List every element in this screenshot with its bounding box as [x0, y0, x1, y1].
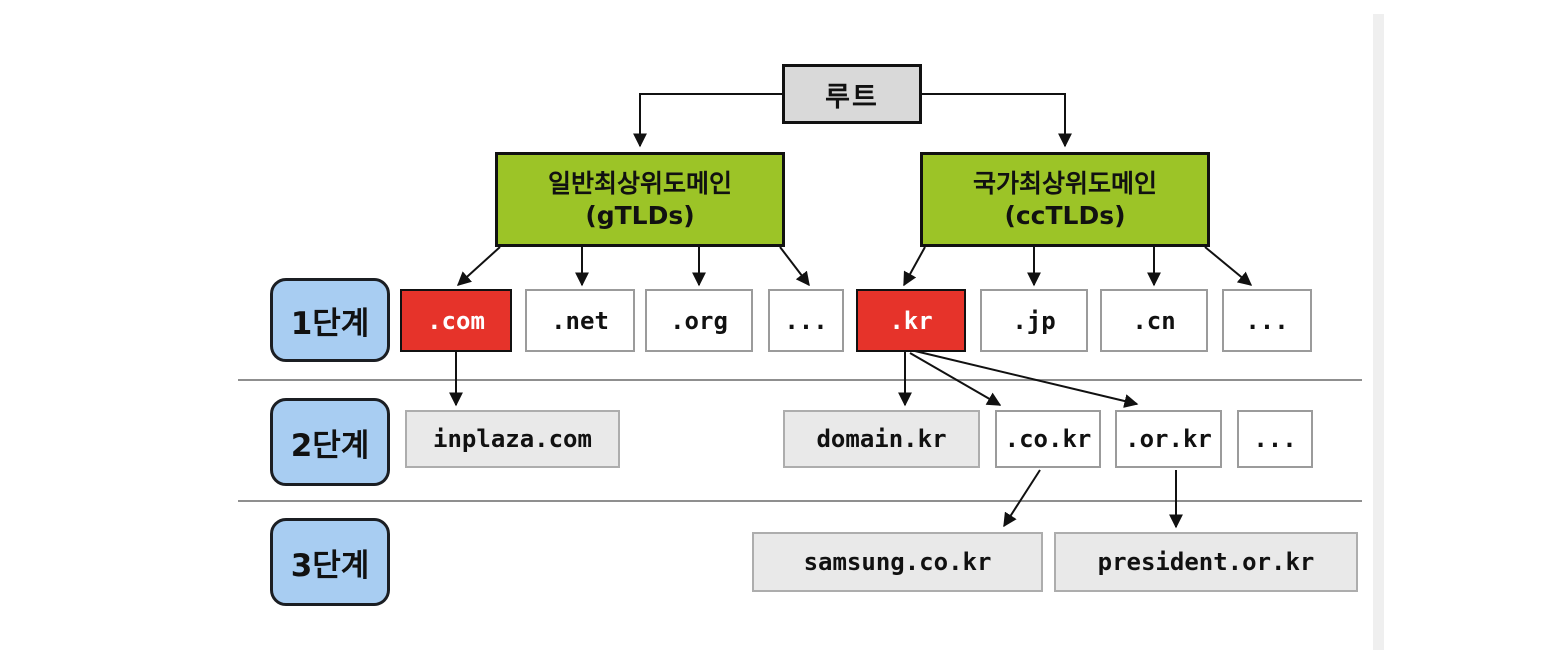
node-kr: .kr: [856, 289, 966, 352]
node-ellipsis-cctlds: ...: [1222, 289, 1312, 352]
level-tag-1: 1단계: [270, 278, 390, 362]
gtlds-label-english: (gTLDs): [585, 200, 695, 230]
cctlds-label-english: (ccTLDs): [1004, 200, 1126, 230]
root-node: 루트: [782, 64, 922, 124]
node-com: .com: [400, 289, 512, 352]
cctlds-node: 국가최상위도메인 (ccTLDs): [920, 152, 1210, 247]
edge-cokr-to-samsung: [1003, 469, 1041, 528]
node-president-or-kr: president.or.kr: [1054, 532, 1358, 592]
edge-cctlds-to-dots: [1204, 246, 1253, 286]
node-inplaza-com: inplaza.com: [405, 410, 620, 468]
node-jp: .jp: [980, 289, 1088, 352]
gtlds-node: 일반최상위도메인 (gTLDs): [495, 152, 785, 247]
edge-kr-to-cokr: [909, 352, 1002, 406]
level-tag-2: 2단계: [270, 398, 390, 486]
divider-level-2-3: [238, 500, 1362, 502]
node-or-kr: .or.kr: [1115, 410, 1222, 468]
node-samsung-co-kr: samsung.co.kr: [752, 532, 1043, 592]
node-co-kr: .co.kr: [995, 410, 1101, 468]
gtlds-label-korean: 일반최상위도메인: [547, 169, 732, 199]
node-org: .org: [645, 289, 753, 352]
level-tag-3: 3단계: [270, 518, 390, 606]
node-ellipsis-level2: ...: [1237, 410, 1313, 468]
edge-gtlds-to-dots: [779, 246, 810, 287]
cctlds-label-korean: 국가최상위도메인: [972, 169, 1157, 199]
node-cn: .cn: [1100, 289, 1208, 352]
node-domain-kr: domain.kr: [783, 410, 980, 468]
edge-gtlds-to-com: [456, 246, 501, 286]
edge-cctlds-to-kr: [903, 246, 926, 287]
edge-root-to-gtlds: [633, 93, 782, 148]
vertical-scrollbar-track[interactable]: [1373, 14, 1384, 650]
node-ellipsis-gtlds: ...: [768, 289, 844, 352]
edge-kr-to-orkr: [914, 350, 1139, 408]
node-net: .net: [525, 289, 635, 352]
divider-level-1-2: [238, 379, 1362, 381]
edge-root-to-cctlds: [922, 93, 1072, 148]
